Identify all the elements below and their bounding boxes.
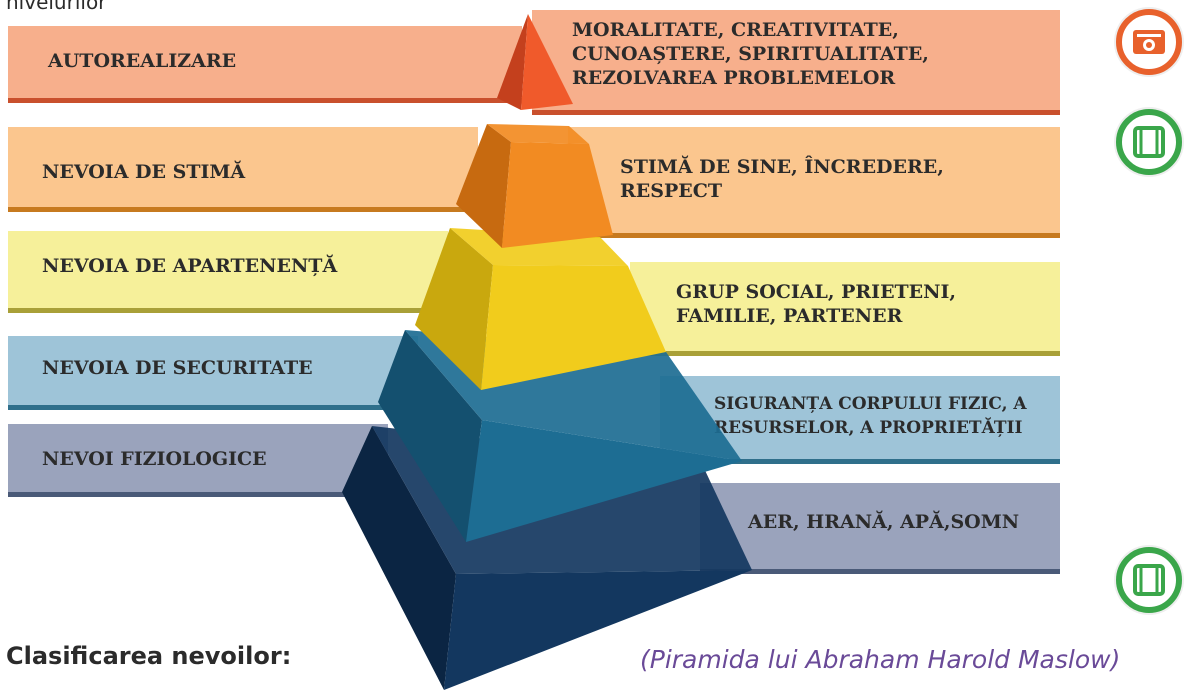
band-right-apartenenta: GRUP SOCIAL, PRIETENI, FAMILIE, PARTENER [630,262,1060,356]
film-icon[interactable] [1113,544,1185,616]
level-description-autorealizare: MORALITATE, CREATIVITATE, CUNOAȘTERE, SP… [572,19,929,89]
band-left-autorealizare: AUTOREALIZARE [8,26,522,103]
level-label-fiziologice: NEVOI FIZIOLOGICE [42,448,267,470]
pyramid-tier-autorealizare [497,14,573,110]
level-description-apartenenta: GRUP SOCIAL, PRIETENI, FAMILIE, PARTENER [676,281,957,327]
band-right-stima: STIMĂ DE SINE, ÎNCREDERE, RESPECT [568,127,1060,238]
band-left-securitate: NEVOIA DE SECURITATE [8,336,418,410]
pyramid-tier-stima [456,124,613,248]
film-icon[interactable] [1113,106,1185,178]
band-right-fiziologice: AER, HRANĂ, APĂ,SOMN [700,483,1060,574]
level-label-apartenenta: NEVOIA DE APARTENENȚĂ [42,255,338,277]
level-description-securitate: SIGURANȚA CORPULUI FIZIC, A RESURSELOR, … [714,394,1027,438]
level-description-stima: STIMĂ DE SINE, ÎNCREDERE, RESPECT [620,156,944,202]
band-left-fiziologice: NEVOI FIZIOLOGICE [8,424,388,497]
section-heading: Clasificarea nevoilor: [6,642,292,670]
top-text-fragment: nivelurilor [6,0,107,14]
figure-caption: (Piramida lui Abraham Harold Maslow) [640,645,1121,674]
level-label-securitate: NEVOIA DE SECURITATE [42,357,313,379]
band-right-autorealizare: MORALITATE, CREATIVITATE, CUNOAȘTERE, SP… [532,10,1060,115]
band-left-apartenenta: NEVOIA DE APARTENENȚĂ [8,231,448,313]
camera-icon[interactable] [1113,6,1185,78]
level-description-fiziologice: AER, HRANĂ, APĂ,SOMN [748,511,1020,533]
level-label-stima: NEVOIA DE STIMĂ [42,161,246,183]
band-left-stima: NEVOIA DE STIMĂ [8,127,478,212]
level-label-autorealizare: AUTOREALIZARE [48,50,237,72]
